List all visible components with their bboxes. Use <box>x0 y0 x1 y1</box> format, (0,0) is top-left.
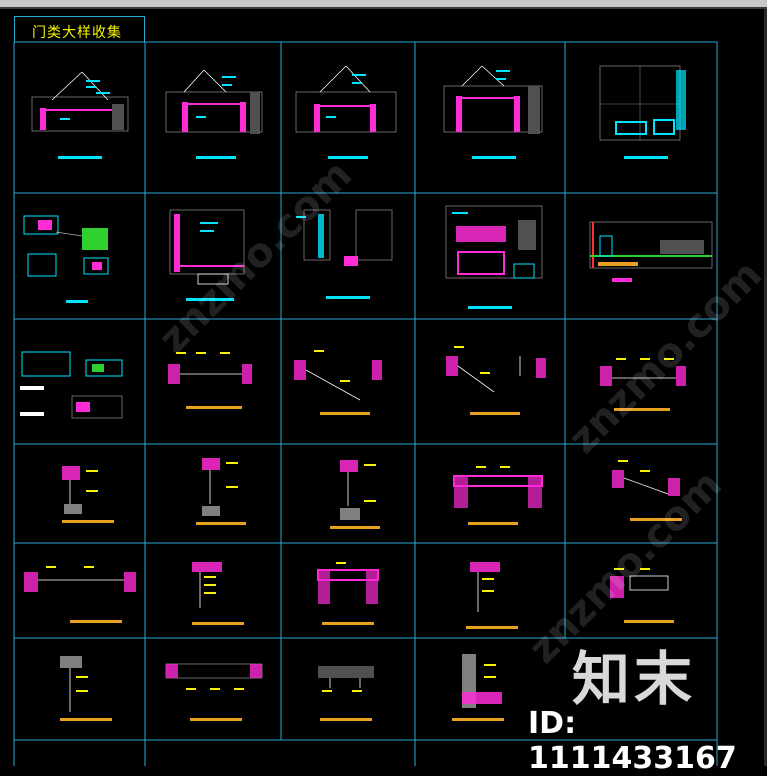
detail-r6c3 <box>318 666 374 721</box>
detail-r6c2 <box>165 663 263 721</box>
window-top-bar <box>0 0 767 7</box>
sheet-title: 门类大样收集 <box>32 25 122 41</box>
detail-r2c1 <box>23 215 109 303</box>
detail-r2c4 <box>445 205 543 309</box>
detail-r4c5 <box>612 460 682 521</box>
detail-r5c3 <box>317 562 379 625</box>
detail-r3c5 <box>600 358 686 411</box>
detail-r1c5 <box>599 65 686 159</box>
detail-r4c2 <box>196 458 246 525</box>
detail-r2c5 <box>589 221 713 282</box>
detail-r1c3 <box>295 65 397 159</box>
detail-r6c1 <box>60 656 112 721</box>
window-top-border <box>0 7 767 9</box>
detail-r4c1 <box>62 466 114 523</box>
detail-r1c1 <box>31 71 129 159</box>
detail-r5c2 <box>192 562 244 625</box>
canvas-right-edge <box>764 9 767 766</box>
detail-r3c4 <box>446 346 546 415</box>
detail-r6c4 <box>452 654 504 721</box>
grid-lines <box>13 41 718 766</box>
detail-r4c3 <box>330 460 380 529</box>
detail-r1c4 <box>443 65 543 159</box>
detail-r3c1 <box>20 351 123 419</box>
title-block <box>14 16 145 42</box>
detail-r3c3 <box>294 350 382 415</box>
detail-r5c4 <box>466 562 518 629</box>
detail-r2c2 <box>169 209 245 301</box>
detail-r5c1 <box>24 566 136 623</box>
detail-r4c4 <box>453 466 543 525</box>
detail-r1c2 <box>165 69 263 159</box>
detail-r2c3 <box>296 209 393 299</box>
detail-r3c2 <box>168 352 252 409</box>
detail-r5c5 <box>610 568 674 623</box>
watermark-logo: 知末 <box>572 645 697 713</box>
